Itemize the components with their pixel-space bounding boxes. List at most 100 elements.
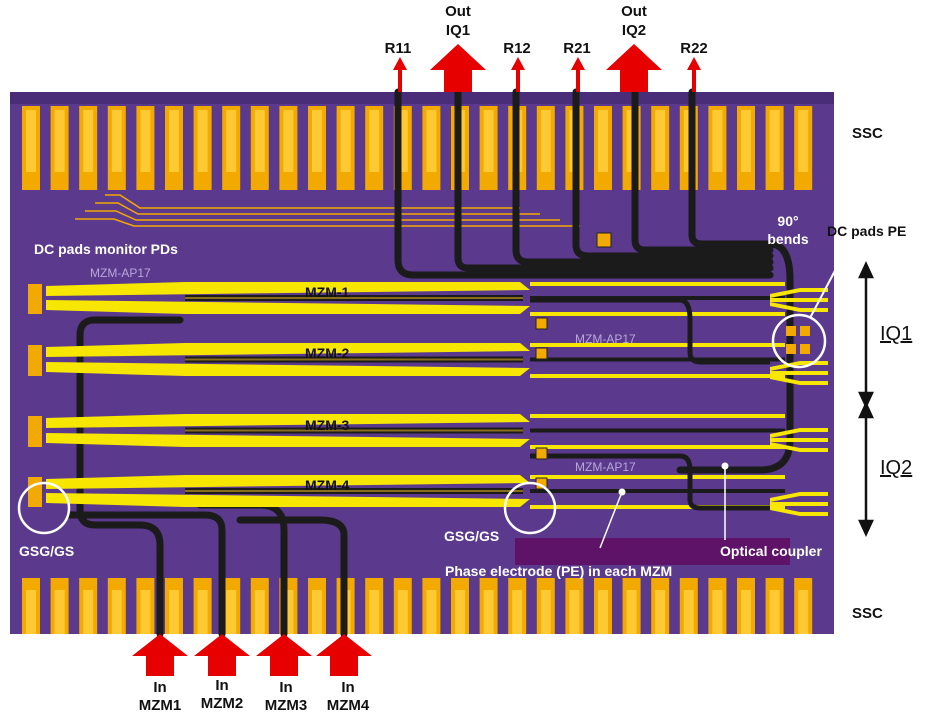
top-pad-core [798, 110, 809, 172]
label-90-line2: bends [767, 231, 808, 247]
top-pad-core [169, 110, 179, 172]
bottom-pad-core [769, 590, 780, 634]
bottom-pad-core [197, 590, 208, 634]
label-dc-pads-pe: DC pads PE [827, 223, 906, 239]
label-in-mzm3-line2: MZM3 [265, 697, 308, 714]
top-pad-core [283, 110, 294, 172]
pe-strip-bottom [530, 374, 785, 378]
top-pad-core [111, 110, 122, 172]
bottom-pad-core [83, 590, 94, 634]
bottom-pad-core [512, 590, 523, 634]
pe-strip-top [530, 343, 785, 347]
top-pad-core [140, 110, 151, 172]
label-r22: R22 [680, 40, 708, 57]
label-in-mzm1-line1: In [153, 679, 166, 696]
top-pad-core [483, 110, 494, 172]
label-mzm-2: MZM-2 [305, 345, 350, 361]
label-chip-id-1: MZM-AP17 [90, 266, 151, 280]
chip-top-strip [10, 92, 834, 104]
bottom-pad-core [540, 590, 551, 634]
mzm-electrode-bottom [46, 493, 530, 507]
bottom-pad-core [426, 590, 437, 634]
fanout-bottom [770, 506, 828, 516]
mzm-waveguide-core [185, 490, 523, 492]
top-pad-core [197, 110, 208, 172]
phase-electrode-pads [535, 317, 548, 490]
bottom-pad-core [369, 590, 380, 634]
mzm-left-pad [28, 477, 42, 507]
bottom-pad-core [169, 590, 179, 634]
top-pad-core [340, 110, 351, 172]
pe-strip-top [530, 414, 785, 418]
mzm-waveguide-core [185, 358, 523, 361]
bottom-pad-core [569, 590, 580, 634]
top-pad-core [598, 110, 608, 172]
pe-waveguide [530, 428, 785, 433]
top-pad-core [426, 110, 437, 172]
top-pad-core [655, 110, 666, 172]
bottom-pad-core [683, 590, 694, 634]
label-gsg-right: GSG/GS [444, 528, 499, 544]
label-ssc-bottom: SSC [852, 605, 883, 622]
label-out-iq1-line2: IQ1 [446, 22, 470, 39]
bottom-pad-core [111, 590, 122, 634]
bottom-pad-core [283, 590, 294, 634]
bottom-pad-core [455, 590, 465, 634]
label-r11: R11 [385, 40, 412, 57]
label-90-line1: 90° [777, 213, 798, 229]
dc-pads-pe-group [786, 326, 810, 354]
mzm-electrode-bottom [46, 362, 530, 376]
top-pad-core [54, 110, 65, 172]
fanout-mid [770, 298, 828, 302]
mzm-electrodes [28, 282, 785, 509]
bottom-pad-core [598, 590, 608, 634]
fanout-bottom [770, 375, 828, 385]
pe-waveguide [530, 489, 785, 493]
label-mzm-1: MZM-1 [305, 284, 350, 300]
label-out-iq1-line1: Out [445, 3, 471, 20]
pe-waveguide [530, 357, 785, 362]
pe-strip-bottom [530, 312, 785, 316]
top-pad-core [312, 110, 322, 172]
fanout-mid [770, 371, 828, 375]
label-in-mzm2-line1: In [215, 677, 228, 694]
label-iq1: IQ1 [880, 323, 912, 345]
mzm-waveguide-core [185, 429, 523, 432]
mzm-electrode-top [46, 475, 530, 489]
label-in-mzm3-line1: In [279, 679, 292, 696]
mzm-electrode-top [46, 282, 530, 296]
bottom-pad-core [312, 590, 322, 634]
top-pad-core [254, 110, 265, 172]
bottom-pad-core [254, 590, 265, 634]
mzm-left-pad [28, 416, 42, 447]
label-in-mzm4-line1: In [341, 679, 354, 696]
bottom-pad-core [798, 590, 809, 634]
top-pad-core [769, 110, 780, 172]
mzm-electrode-bottom [46, 433, 530, 447]
top-pad-core [369, 110, 380, 172]
fanout-bottom [770, 442, 828, 452]
dc-pads-pe-leader [809, 264, 839, 319]
top-pad-core [226, 110, 237, 172]
gsg-left-circle [17, 481, 71, 535]
fanout-top [770, 428, 828, 438]
bottom-pad-core [712, 590, 723, 634]
pe-strip-top [530, 475, 785, 479]
mzm-waveguide-core [185, 297, 523, 299]
label-chip-id-2: MZM-AP17 [575, 332, 636, 346]
pe-strip-bottom [530, 505, 785, 509]
mzm-electrode-top [46, 414, 530, 428]
bottom-pad-core [226, 590, 237, 634]
label-gsg-left: GSG/GS [19, 543, 74, 559]
top-pad-core [540, 110, 551, 172]
bottom-pad-row [22, 578, 813, 634]
label-mzm-3: MZM-3 [305, 417, 350, 433]
label-ssc-top: SSC [852, 125, 883, 142]
bottom-pad-core [655, 590, 666, 634]
label-r21: R21 [563, 40, 591, 57]
bottom-arrows [132, 634, 372, 676]
gsg-right-circle [503, 481, 557, 535]
label-iq2: IQ2 [880, 457, 912, 479]
mzm-left-pad [28, 284, 42, 314]
